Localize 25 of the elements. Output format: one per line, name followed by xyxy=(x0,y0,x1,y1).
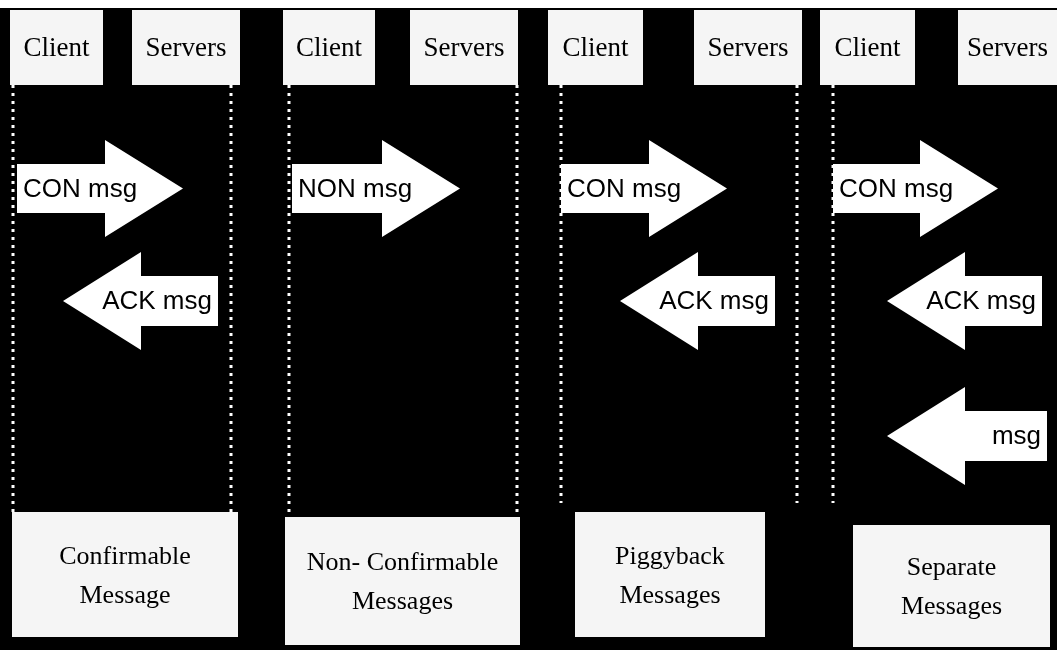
participant-box: Client xyxy=(283,10,375,85)
participant-box: Client xyxy=(548,10,643,85)
lifeline xyxy=(831,85,835,503)
message-label: CON msg xyxy=(567,172,682,205)
participant-box: Servers xyxy=(410,10,518,85)
participant-box: Client xyxy=(820,10,915,85)
message-label: msg xyxy=(991,419,1041,452)
message-label: CON msg xyxy=(839,172,954,205)
message-label: ACK msg xyxy=(926,284,1036,317)
message-type-box: Piggyback Messages xyxy=(575,512,765,637)
participant-box: Servers xyxy=(694,10,802,85)
message-label: ACK msg xyxy=(102,284,212,317)
message-type-box: Confirmable Message xyxy=(12,512,238,637)
lifeline xyxy=(11,85,15,512)
message-label: ACK msg xyxy=(659,284,769,317)
lifeline xyxy=(795,85,799,503)
participant-box: Servers xyxy=(958,10,1057,85)
lifeline xyxy=(559,85,563,503)
lifeline xyxy=(229,85,233,512)
message-label: NON msg xyxy=(298,172,413,205)
message-label: CON msg xyxy=(23,172,138,205)
message-type-box: Separate Messages xyxy=(853,525,1050,647)
participant-box: Client xyxy=(10,10,103,85)
message-type-box: Non- Confirmable Messages xyxy=(285,517,520,645)
participant-box: Servers xyxy=(132,10,240,85)
